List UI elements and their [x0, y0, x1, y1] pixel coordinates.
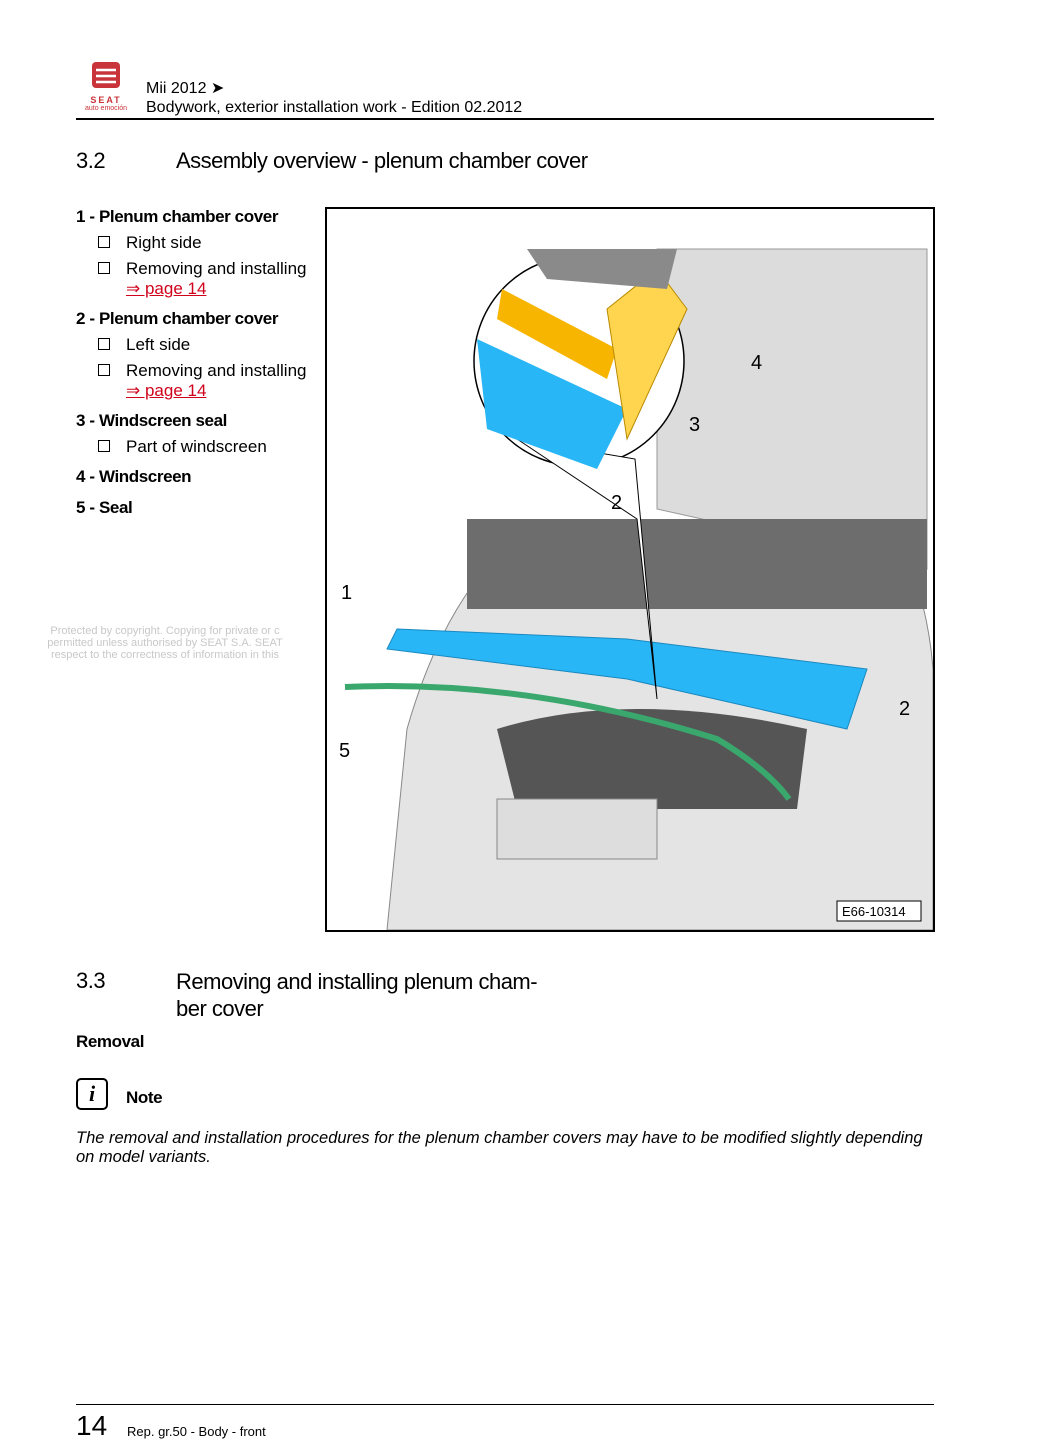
- watermark-text: Protected by copyright. Copying for priv…: [47, 625, 283, 661]
- callout-2: 2: [611, 492, 622, 514]
- callout-1: 1: [341, 582, 352, 604]
- header-rule: [76, 118, 934, 120]
- assembly-illustration: 1 2 3 4 5 2 E66-10314: [325, 207, 935, 932]
- legend-bullet: Removing and installing: [98, 361, 326, 381]
- legend-bullet: Part of windscreen: [98, 437, 326, 457]
- page-link[interactable]: ⇒ page 14: [126, 279, 207, 298]
- callout-5: 5: [339, 740, 350, 762]
- section-title: Assembly overview - plenum chamber cover: [176, 148, 588, 173]
- note-text: The removal and installation procedures …: [76, 1129, 923, 1166]
- header-model: Mii 2012 ➤: [146, 80, 225, 97]
- subheading-removal: Removal: [76, 1032, 145, 1051]
- legend-item-title: 5 - Seal: [76, 498, 133, 517]
- callout-2b: 2: [899, 698, 910, 720]
- section-title: Removing and installing plenum cham- ber…: [176, 969, 538, 1021]
- page-number: 14: [76, 1410, 108, 1441]
- legend-item-title: 4 - Windscreen: [76, 467, 192, 486]
- callout-3: 3: [689, 414, 700, 436]
- header-subtitle: Bodywork, exterior installation work - E…: [146, 99, 523, 116]
- figure-id: E66-10314: [842, 904, 906, 919]
- legend-bullet: Right side: [98, 233, 326, 253]
- seat-logo: SEAT auto emoción: [76, 60, 136, 112]
- section-number: 3.2: [76, 148, 106, 173]
- legend-bullet: Removing and installing: [98, 259, 326, 279]
- legend-item-title: 1 - Plenum chamber cover: [76, 207, 279, 226]
- legend-list: 1 - Plenum chamber cover Right side Remo…: [76, 207, 326, 518]
- callout-4: 4: [751, 352, 762, 374]
- page-link[interactable]: ⇒ page 14: [126, 381, 207, 400]
- legend-item-title: 2 - Plenum chamber cover: [76, 309, 279, 328]
- section-number: 3.3: [76, 968, 106, 993]
- note-label: Note: [126, 1088, 163, 1107]
- info-icon: i: [76, 1078, 108, 1110]
- legend-bullet: Left side: [98, 335, 326, 355]
- footer-text: Rep. gr.50 - Body - front: [127, 1424, 266, 1439]
- footer-rule: [76, 1404, 934, 1405]
- legend-item-title: 3 - Windscreen seal: [76, 411, 227, 430]
